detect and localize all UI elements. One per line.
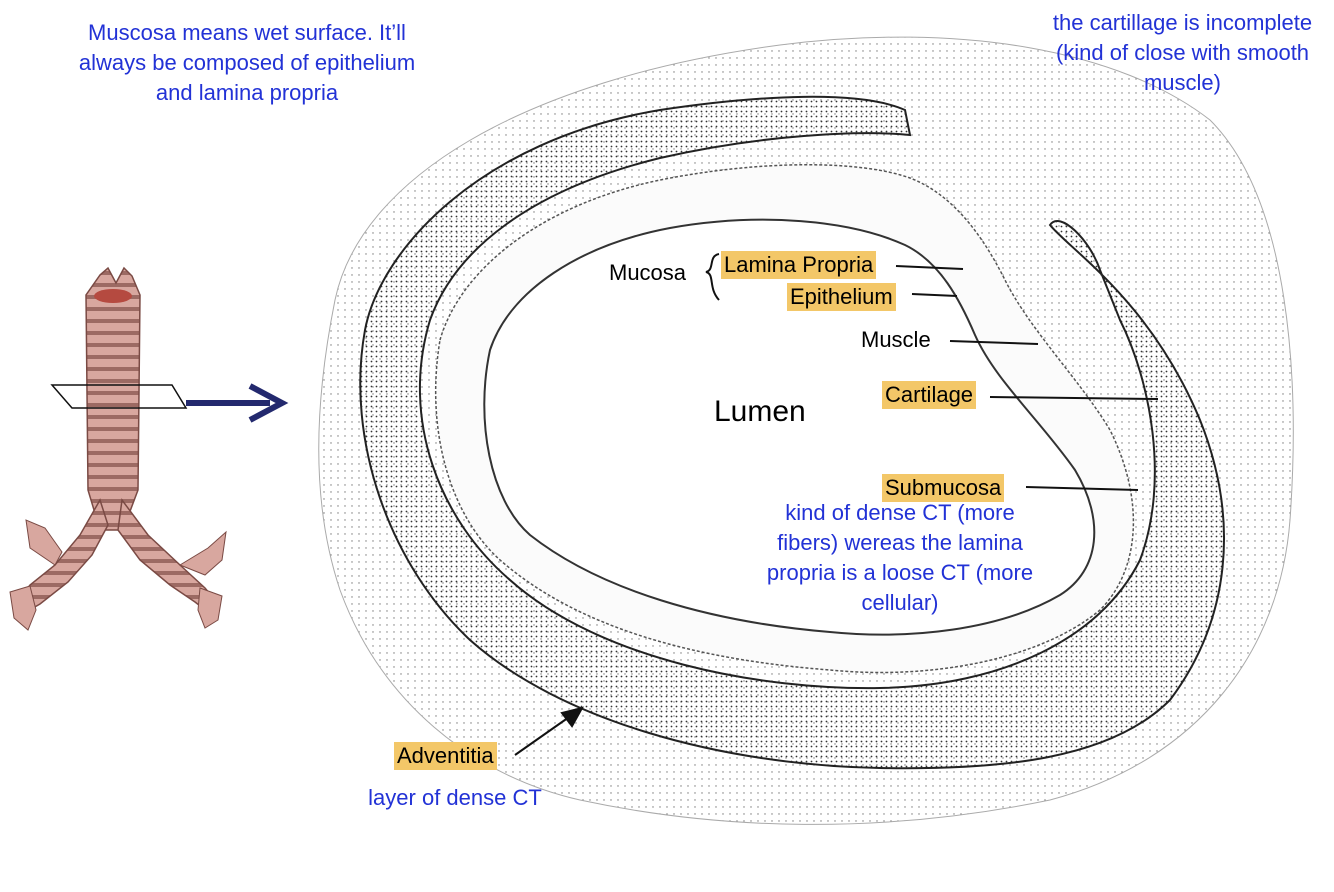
lumen-label: Lumen [714,395,806,428]
adventitia-arrowhead [560,706,584,728]
epithelium-leader [911,293,958,297]
cartilage-note: the cartillage is incomplete (kind of cl… [1052,10,1313,95]
adventitia-note: layer of dense CT [368,785,542,810]
epithelium-label: Epithelium [787,283,896,311]
adventitia-leader [514,714,573,756]
muscle-label: Muscle [861,327,931,352]
submucosa-label: Submucosa [882,474,1005,502]
submucosa-leader [1025,486,1139,491]
mucosa-label: Mucosa [609,260,687,285]
adventitia-label: Adventitia [394,742,497,770]
trachea-cross-section [318,36,1294,825]
section-arrow [186,383,289,423]
submucosa-note: kind of dense CT (more fibers) wereas th… [766,500,1034,615]
leader-lines [514,253,1159,756]
muscle-leader [949,340,1039,345]
trachea-illustration [9,266,227,631]
mucosa-brace [705,253,720,301]
mucosa-note: Muscosa means wet surface. It’ll always … [78,20,416,105]
lamina-propria-leader [895,265,964,270]
cartilage-leader [989,396,1159,400]
lamina-propria-label: Lamina Propria [721,251,877,279]
cartilage-label: Cartilage [882,381,977,409]
